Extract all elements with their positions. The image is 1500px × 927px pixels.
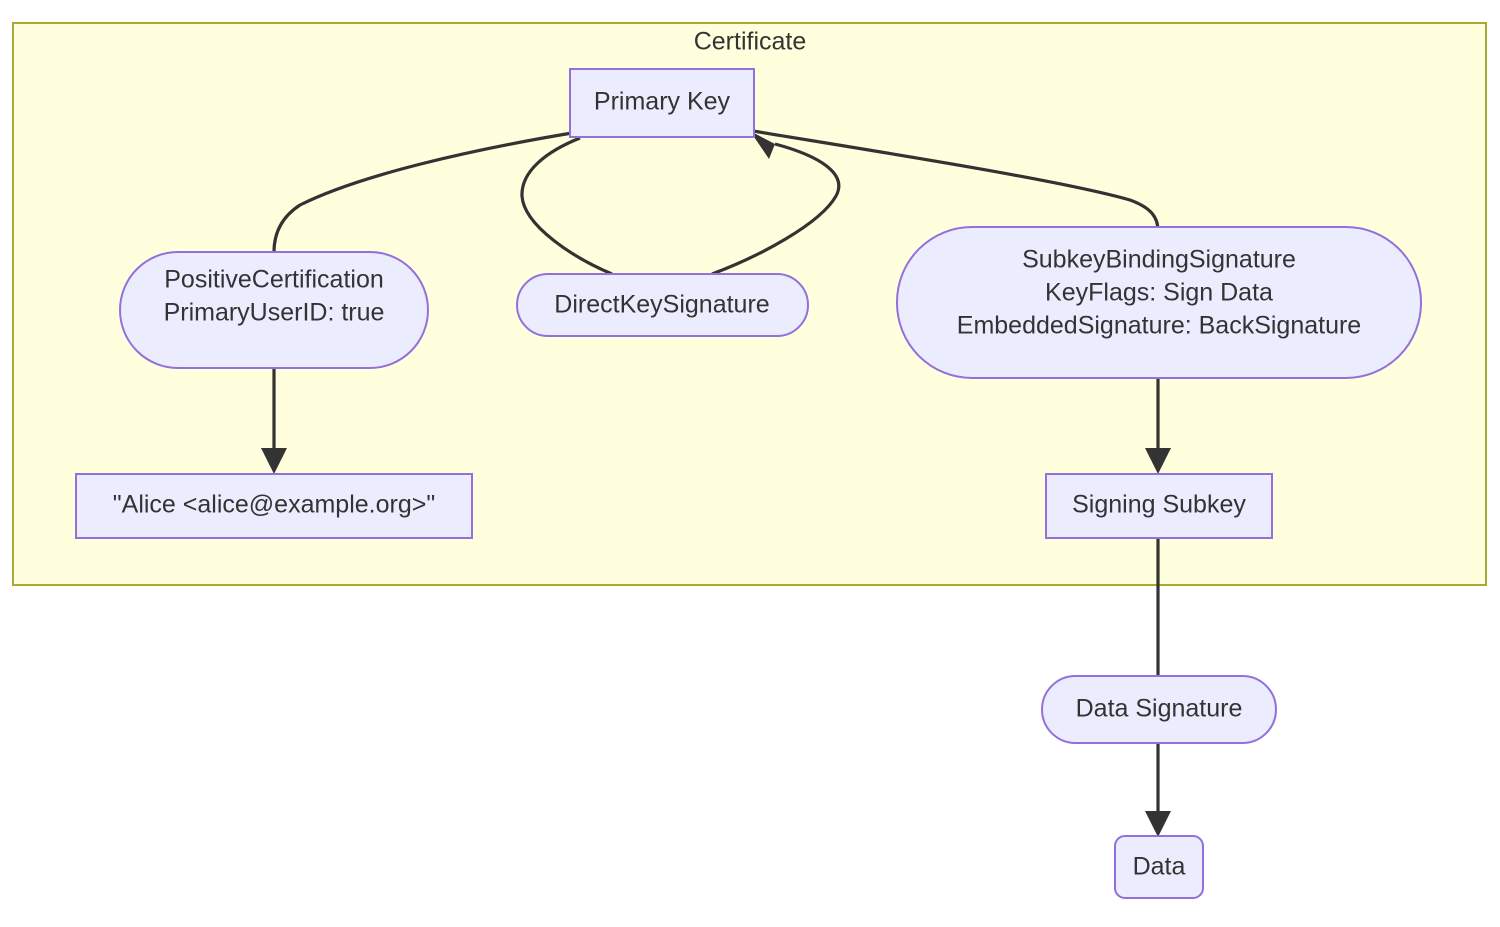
node-direct-key-signature-label: DirectKeySignature: [554, 291, 769, 319]
node-user-id-label: "Alice <alice@example.org>": [113, 491, 435, 519]
node-primary-key-shape[interactable]: [569, 68, 755, 138]
edge-datasignature-to-data: [1145, 743, 1171, 837]
cluster-label: Certificate: [694, 28, 807, 56]
node-user-id[interactable]: "Alice <alice@example.org>": [75, 473, 473, 539]
node-direct-key-signature[interactable]: DirectKeySignature: [516, 273, 809, 337]
node-signing-subkey[interactable]: Signing Subkey: [1045, 473, 1273, 539]
edge-primarykey-to-directkeysignature: [520, 136, 613, 276]
edge-primarykey-to-positivecertification: [272, 131, 573, 253]
edge-path: [520, 136, 613, 276]
arrow-head: [261, 448, 287, 474]
node-data-label: Data: [1133, 853, 1186, 881]
node-positive-certification-label-line2: PrimaryUserID: true: [164, 299, 385, 327]
node-data[interactable]: Data: [1114, 835, 1204, 899]
node-subkey-binding-signature-label-line3: EmbeddedSignature: BackSignature: [957, 312, 1361, 340]
node-data-shape[interactable]: [1114, 835, 1204, 899]
node-data-signature-label: Data Signature: [1076, 695, 1243, 723]
edge-subkeybindingsignature-to-signingsubkey: [1145, 378, 1171, 474]
node-data-signature-shape[interactable]: [1041, 675, 1277, 744]
node-positive-certification[interactable]: PositiveCertification PrimaryUserID: tru…: [119, 251, 429, 369]
edges-layer: [261, 129, 1171, 837]
edge-path: [752, 129, 1160, 232]
node-subkey-binding-signature[interactable]: SubkeyBindingSignature KeyFlags: Sign Da…: [896, 226, 1422, 379]
edge-path: [711, 142, 841, 276]
arrow-head: [750, 131, 775, 159]
node-positive-certification-label-line1: PositiveCertification: [164, 266, 384, 294]
node-user-id-shape[interactable]: [75, 473, 473, 539]
arrow-head: [1145, 448, 1171, 474]
node-subkey-binding-signature-label-line2: KeyFlags: Sign Data: [1045, 279, 1273, 307]
node-positive-certification-shape[interactable]: [119, 251, 429, 369]
node-primary-key[interactable]: Primary Key: [569, 68, 755, 138]
node-data-signature[interactable]: Data Signature: [1041, 675, 1277, 744]
node-signing-subkey-label: Signing Subkey: [1072, 491, 1246, 519]
node-subkey-binding-signature-label-line1: SubkeyBindingSignature: [1022, 246, 1296, 274]
node-primary-key-label: Primary Key: [594, 88, 731, 116]
node-subkey-binding-signature-shape[interactable]: [896, 226, 1422, 379]
node-direct-key-signature-shape[interactable]: [516, 273, 809, 337]
edge-positivecertification-to-userid: [261, 368, 287, 474]
arrow-head: [1145, 811, 1171, 837]
edge-path: [272, 131, 573, 253]
edge-primarykey-to-subkeybindingsignature: [752, 129, 1160, 232]
nodes-layer: Primary Key PositiveCertification Primar…: [75, 68, 1422, 899]
node-signing-subkey-shape[interactable]: [1045, 473, 1273, 539]
edge-directkeysignature-to-primarykey: [711, 131, 841, 276]
